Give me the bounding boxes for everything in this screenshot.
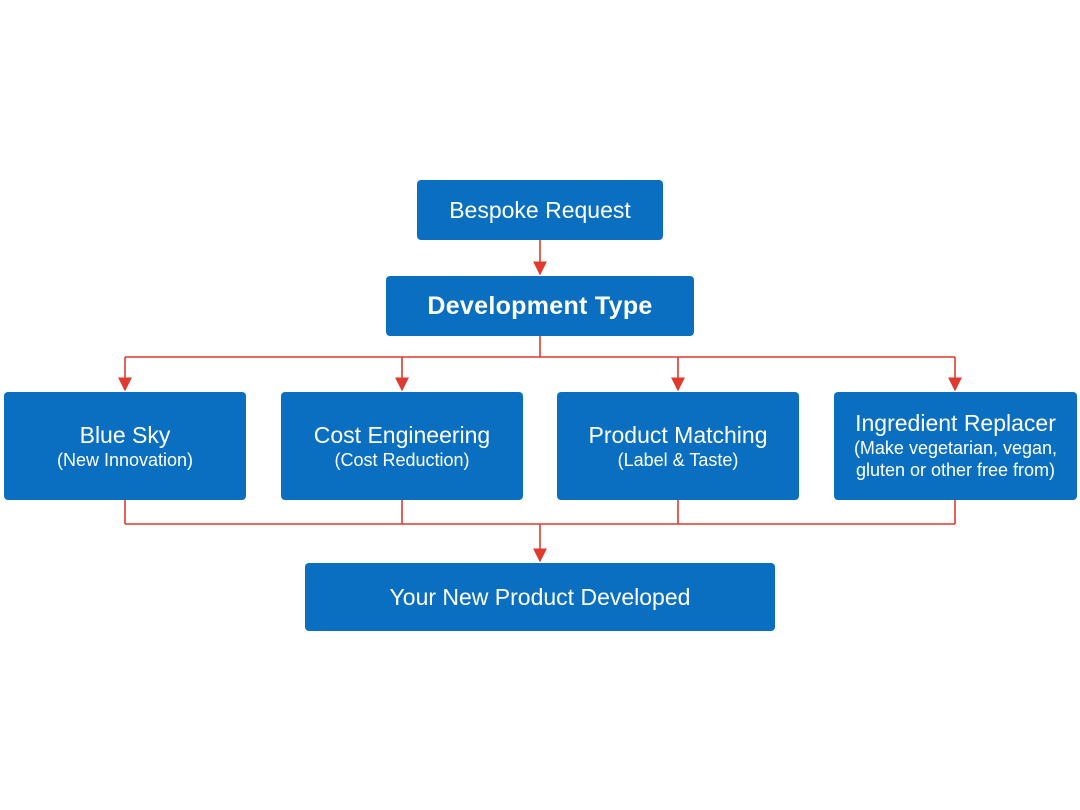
node-blue-sky: Blue Sky (New Innovation) [4,392,246,500]
node-sublabel-line-1: (Make vegetarian, vegan, [853,437,1058,458]
node-bespoke-request: Bespoke Request [417,180,663,240]
node-label: Development Type [427,291,653,320]
node-label: Bespoke Request [449,196,631,223]
node-label: Ingredient Replacer [855,409,1056,436]
node-label: Cost Engineering [313,421,491,448]
node-cost-engineering: Cost Engineering (Cost Reduction) [281,392,523,500]
node-product-matching: Product Matching (Label & Taste) [557,392,799,500]
node-sublabel: (Cost Reduction) [334,449,470,470]
node-label: Blue Sky [79,421,171,448]
node-development-type: Development Type [386,276,694,336]
node-ingredient-replacer: Ingredient Replacer (Make vegetarian, ve… [834,392,1077,500]
node-label: Product Matching [588,421,768,448]
node-your-new-product-developed: Your New Product Developed [305,563,775,631]
node-sublabel: (New Innovation) [56,449,194,470]
node-label: Your New Product Developed [389,583,691,610]
node-sublabel: (Label & Taste) [617,449,739,470]
node-sublabel-line-2: gluten or other free from) [855,459,1056,480]
